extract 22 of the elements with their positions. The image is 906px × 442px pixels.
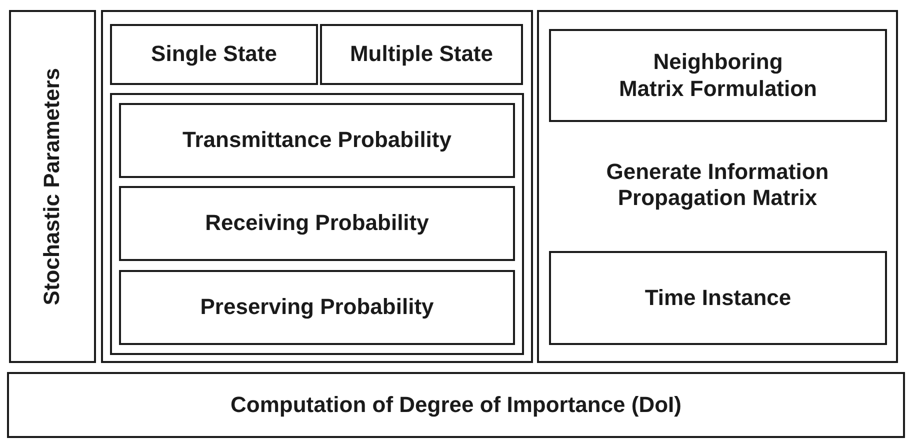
group-box [110,93,524,355]
process-box [549,251,887,345]
process-box [119,186,515,261]
stage-box [537,10,898,363]
node-label: Stochastic Parameters [39,68,66,306]
process-box [549,29,887,122]
process-box [320,24,523,85]
node-label: Neighboring Matrix Formulation [618,49,818,102]
node-label: Preserving Probability [200,294,434,321]
node-label: Transmittance Probability [182,127,452,154]
process-box [110,24,318,85]
group-box [101,10,533,363]
process-box [7,372,905,438]
process-box [119,103,515,178]
stage-box [9,10,96,363]
node-label: Single State [151,41,277,68]
node-label: Computation of Degree of Importance (DoI) [230,392,682,418]
node-label: Multiple State [350,41,493,68]
node-label: Receiving Probability [205,210,429,237]
node-label: Generate Information Propagation Matrix [605,158,830,212]
process-box [119,270,515,345]
node-label: Time Instance [644,284,792,312]
